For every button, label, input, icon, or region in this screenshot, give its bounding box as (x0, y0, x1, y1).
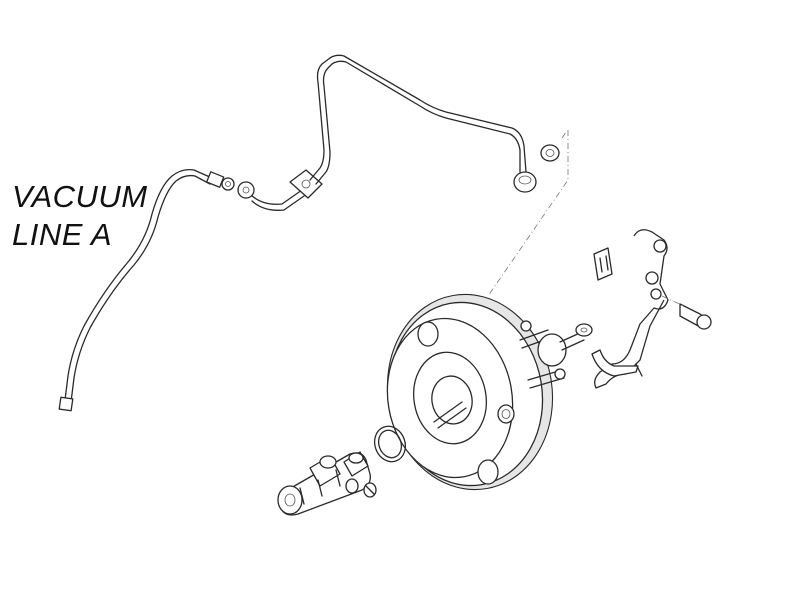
o-ring (373, 425, 407, 463)
grommet-seal (540, 144, 560, 162)
brake-booster (386, 293, 593, 491)
vacuum-line-a-hose (58, 168, 235, 412)
vacuum-pipe (237, 54, 537, 211)
brake-pedal (591, 229, 712, 389)
vacuum-label-line1: VACUUM (12, 179, 148, 214)
vacuum-line-a-label: VACUUM LINE A (12, 178, 148, 254)
vacuum-label-line2: LINE A (12, 217, 113, 252)
master-cylinder (277, 451, 377, 516)
